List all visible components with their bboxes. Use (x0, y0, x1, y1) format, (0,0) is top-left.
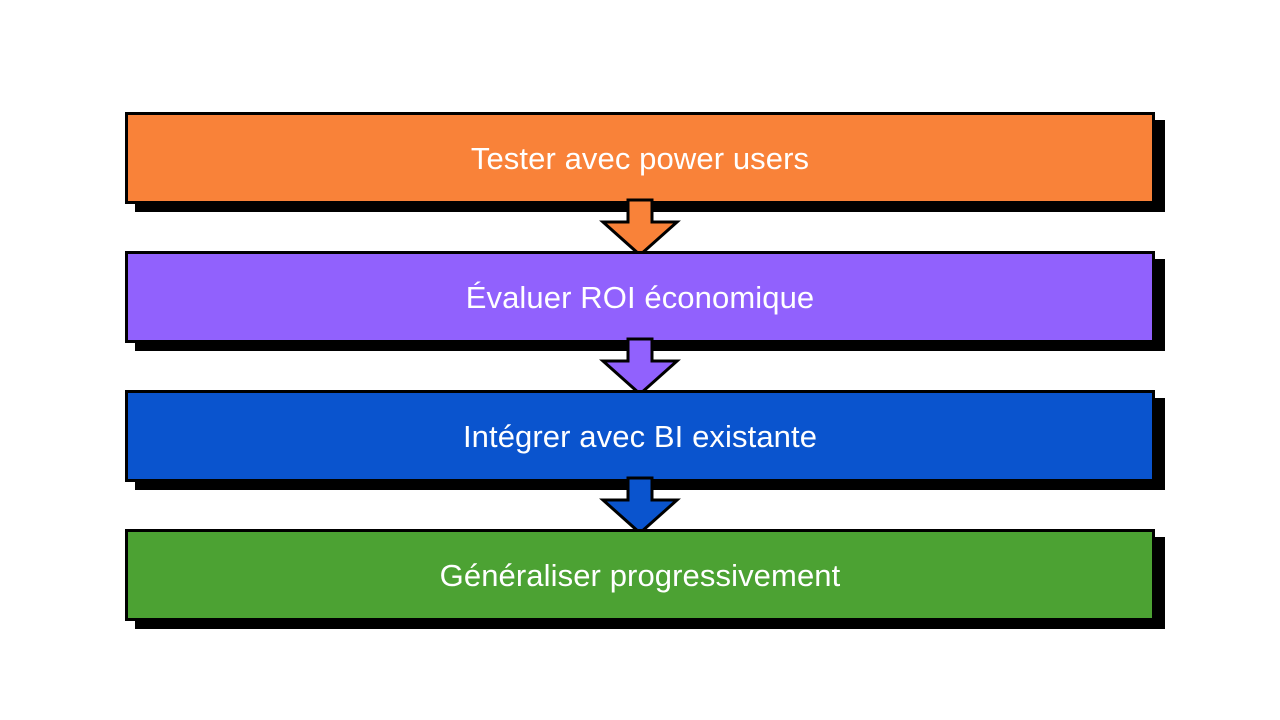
flow-connector-3 (125, 476, 1155, 536)
node-box-2[interactable]: Évaluer ROI économique (125, 251, 1155, 343)
node-label-4: Généraliser progressivement (439, 557, 841, 593)
node-label-2: Évaluer ROI économique (465, 279, 815, 315)
flow-node-1[interactable]: Tester avec power users (125, 112, 1165, 212)
flow-connector-2 (125, 337, 1155, 397)
flow-node-3[interactable]: Intégrer avec BI existante (125, 390, 1165, 490)
flow-node-4[interactable]: Généraliser progressivement (125, 529, 1165, 629)
arrow-down-icon (599, 476, 681, 536)
arrow-down-icon (599, 198, 681, 258)
node-box-1[interactable]: Tester avec power users (125, 112, 1155, 204)
flow-node-2[interactable]: Évaluer ROI économique (125, 251, 1165, 351)
node-label-1: Tester avec power users (470, 140, 810, 176)
node-label-3: Intégrer avec BI existante (462, 418, 818, 454)
node-box-3[interactable]: Intégrer avec BI existante (125, 390, 1155, 482)
flow-node-stack: Tester avec power users Évaluer ROI écon… (125, 112, 1165, 629)
flow-connector-1 (125, 198, 1155, 258)
node-box-4[interactable]: Généraliser progressivement (125, 529, 1155, 621)
arrow-down-icon (599, 337, 681, 397)
